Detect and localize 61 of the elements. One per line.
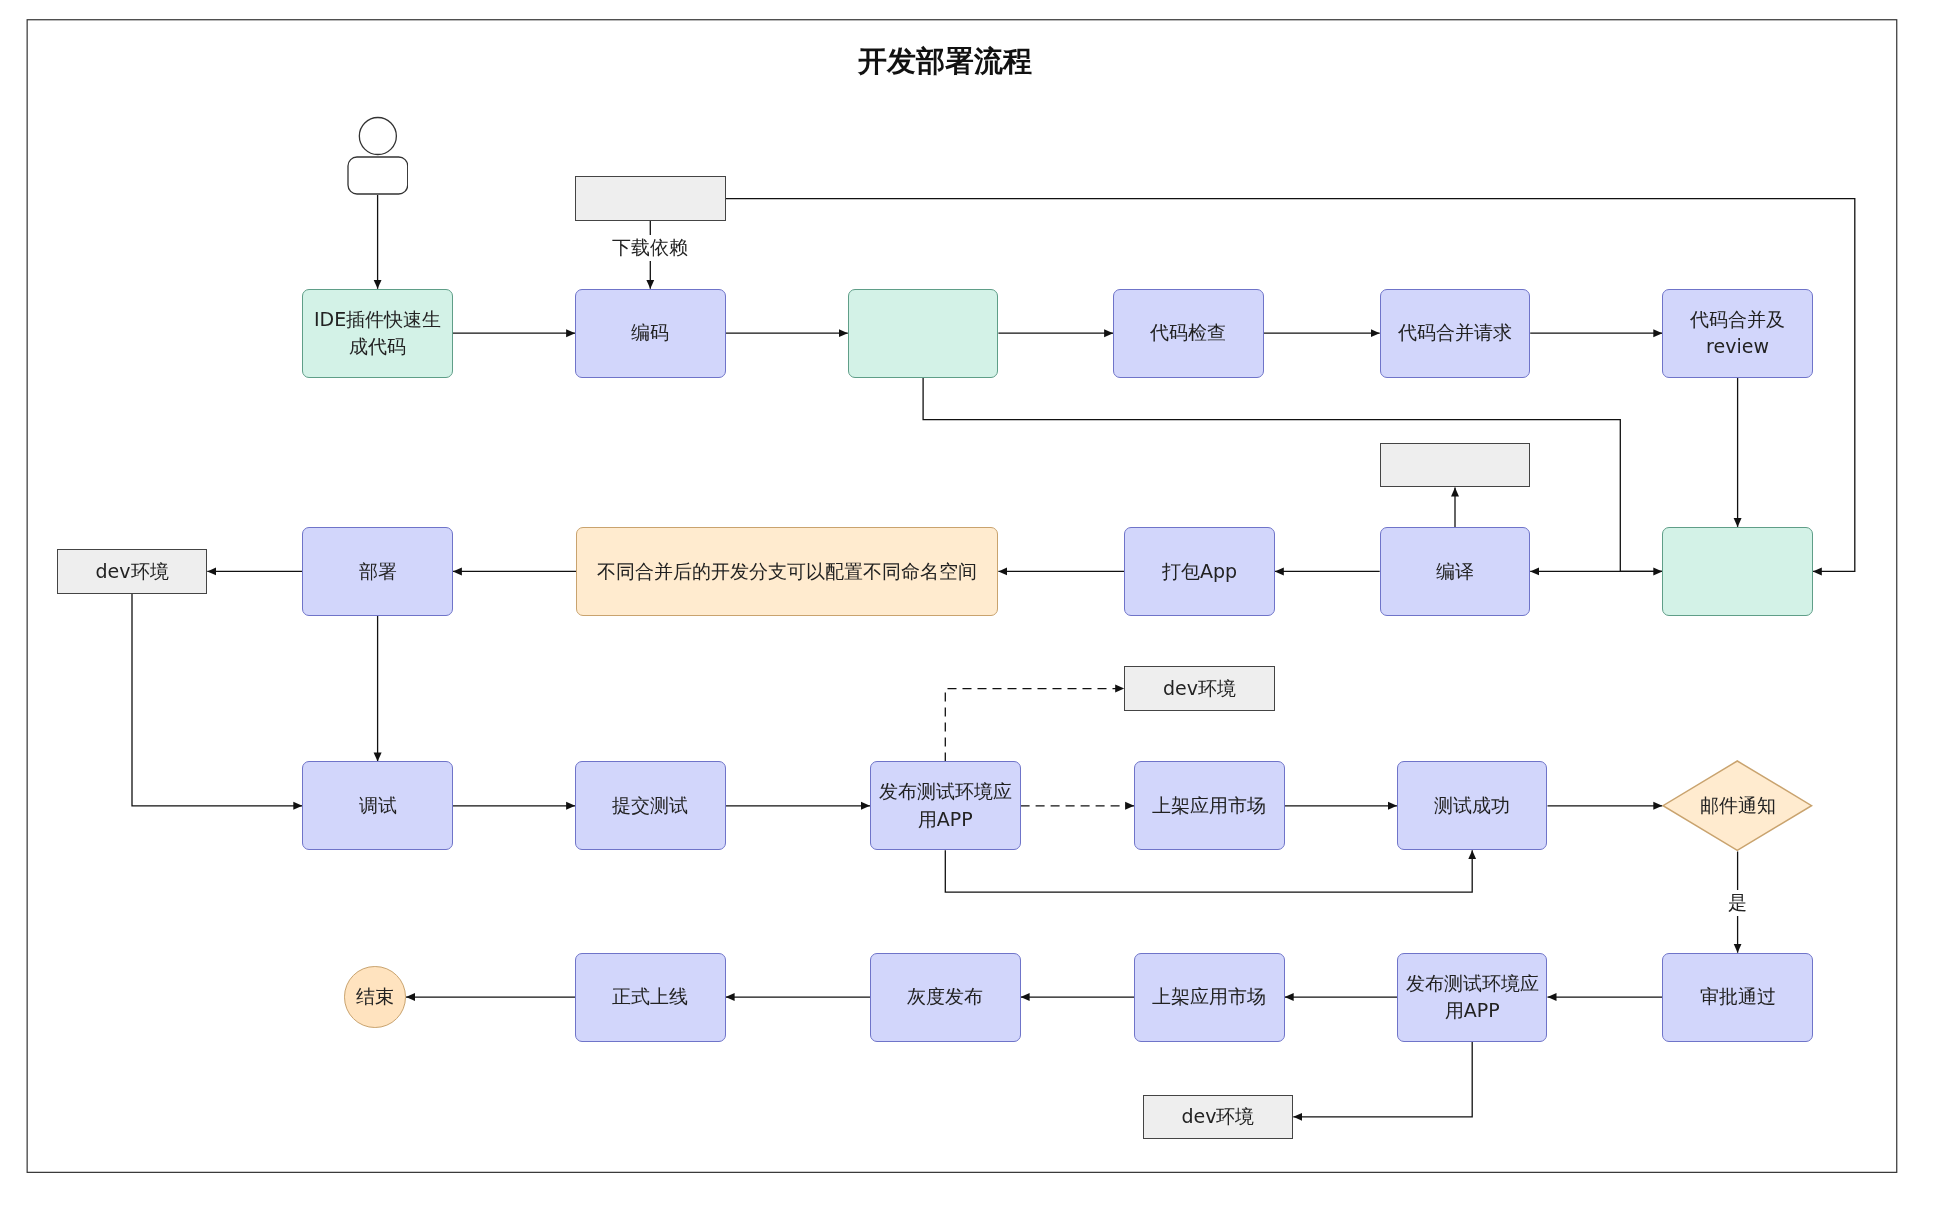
arrow (1019, 993, 1135, 1002)
arrow (922, 376, 1663, 576)
process-box: 审批通过 (1662, 952, 1813, 1042)
process-box: 正式上线 (575, 952, 726, 1042)
tag-box (1379, 443, 1531, 488)
process-box: 打包App (1124, 526, 1275, 616)
arrow (206, 567, 303, 576)
arrow (1274, 567, 1381, 576)
title: 开发部署流程 (858, 42, 1033, 80)
process-box: 部署 (302, 526, 453, 616)
arrow (724, 993, 871, 1002)
note-box: 不同合并后的开发分支可以配置不同命名空间 (576, 526, 999, 616)
tag-box: dev环境 (1124, 666, 1275, 711)
process-box: IDE插件快速生成代码 (302, 288, 453, 378)
arrow (1451, 486, 1459, 528)
process-box: 代码检查 (1113, 288, 1264, 378)
process-box: 代码合并及review (1662, 288, 1813, 378)
arrow (1546, 993, 1663, 1002)
arrow (405, 993, 576, 1002)
process-box: 编码 (575, 288, 726, 378)
tag-box: dev环境 (56, 549, 208, 594)
process-box: 编译 (1379, 526, 1531, 616)
arrow (1284, 993, 1398, 1002)
arrow (373, 194, 382, 290)
arrow (1546, 801, 1663, 810)
arrow (997, 329, 1114, 338)
arrow (1263, 329, 1381, 338)
person-icon (346, 116, 409, 195)
process-box (847, 288, 999, 378)
arrow (724, 801, 871, 810)
tag-box (575, 176, 726, 221)
process-box: 上架应用市场 (1134, 761, 1285, 851)
arrow (724, 329, 849, 338)
decision-diamond: 邮件通知 (1662, 760, 1813, 852)
arrow (1292, 1040, 1473, 1121)
arrow (373, 615, 382, 763)
arrow (944, 684, 1125, 763)
arrow (1284, 801, 1398, 810)
arrow (452, 567, 577, 576)
arrow (1019, 801, 1135, 810)
arrow (452, 329, 576, 338)
process-box: 上架应用市场 (1134, 952, 1285, 1042)
arrow (452, 801, 576, 810)
end-circle: 结束 (344, 966, 406, 1028)
process-box: 发布测试环境应用APP (870, 761, 1021, 851)
edge-label: 下载依赖 (610, 235, 691, 262)
process-box: 调试 (302, 761, 453, 851)
process-box: 代码合并请求 (1379, 288, 1531, 378)
process-box: 发布测试环境应用APP (1396, 952, 1548, 1042)
arrow (1529, 329, 1663, 338)
arrow (131, 592, 303, 810)
process-box: 提交测试 (575, 761, 726, 851)
arrow (944, 849, 1477, 893)
arrow (724, 198, 1856, 576)
process-box: 灰度发布 (870, 952, 1021, 1042)
tag-box: dev环境 (1142, 1094, 1294, 1139)
arrow (1733, 376, 1742, 528)
process-box: 测试成功 (1396, 761, 1548, 851)
arrow (1529, 567, 1663, 576)
process-box (1662, 526, 1813, 616)
arrow (997, 567, 1125, 576)
